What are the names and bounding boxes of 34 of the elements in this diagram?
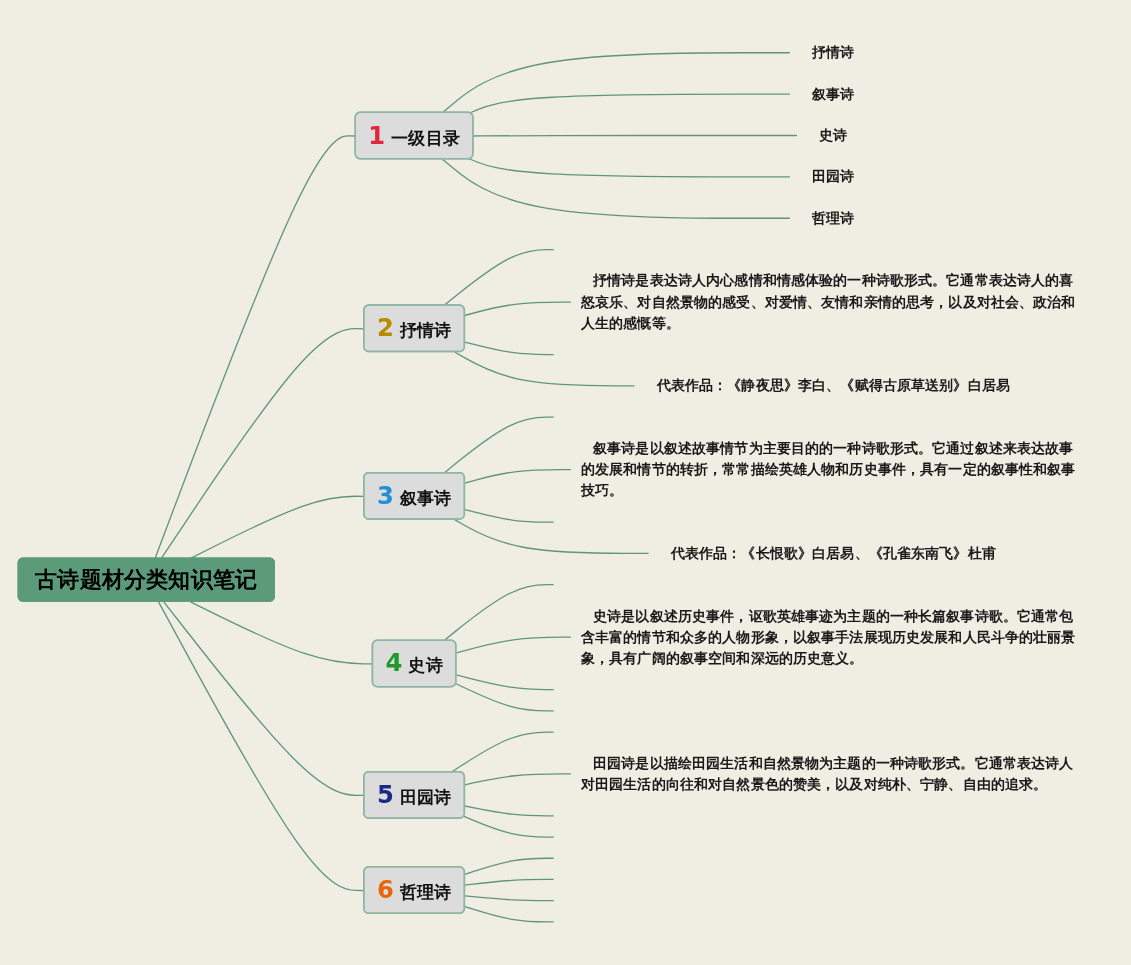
node-text: 田园诗是以描绘田园生活和自然景物为主题的一种诗歌形式。它通常表达诗人对田园生活的向往和对自然景色的赞美，以及对纯朴、宁静、自由的追求。 (580, 755, 1074, 793)
connector (464, 879, 555, 887)
connector (455, 674, 555, 691)
connector (443, 584, 555, 642)
connector (443, 249, 555, 307)
connector (464, 301, 572, 317)
node-text: 哲理诗 (812, 209, 855, 227)
connector (472, 135, 798, 137)
connector (455, 683, 555, 712)
node-text: 叙事诗 (812, 85, 855, 102)
connector (441, 52, 791, 114)
connector (454, 351, 636, 387)
node-text: 抒情诗 (812, 44, 855, 61)
connector (469, 158, 791, 178)
connector (463, 816, 555, 838)
node-text: 代表作品：《静夜思》李白、《赋得古原草送别》白居易 (656, 377, 1010, 394)
connector (464, 895, 555, 902)
connector (455, 636, 572, 654)
connector (464, 469, 572, 484)
node-text: 代表作品：《长恨歌》白居易、《孔雀东南飞》杜甫 (670, 545, 996, 562)
connector (464, 773, 572, 786)
node-text: 叙事诗是以叙述故事情节为主要目的的一种诗歌形式。它通过叙述来表达故事的发展和情节的转折，常常描绘英雄人物和历史事件，具有一定的叙事性和叙事技巧。 (580, 440, 1076, 499)
connector (464, 857, 555, 876)
node-text: 史诗 (819, 127, 848, 144)
node-text: 抒情诗是表达诗人内心感情和情感体验的一种诗歌形式。它通常表达诗人的喜怒哀乐、对自然景物的感受、对爱情、友情和亲情的思考，以及对社会、政治和人生的感慨等。 (580, 272, 1076, 332)
connector (464, 906, 555, 923)
node-text: 史诗是以叙述历史事件，讴歌英雄事迹为主题的一种长篇叙事诗歌。它通常包含丰富的情节和众多的人物形象，以叙事手法展现历史发展和人民斗争的壮丽景象，具有广阔的叙事空间和深远的历史意义。 (580, 607, 1076, 667)
connector (454, 519, 650, 555)
connector (464, 509, 555, 523)
connector (464, 805, 555, 817)
connector (441, 158, 791, 220)
connector (469, 93, 791, 114)
node-text: 田园诗 (812, 168, 855, 185)
connector (464, 341, 555, 356)
